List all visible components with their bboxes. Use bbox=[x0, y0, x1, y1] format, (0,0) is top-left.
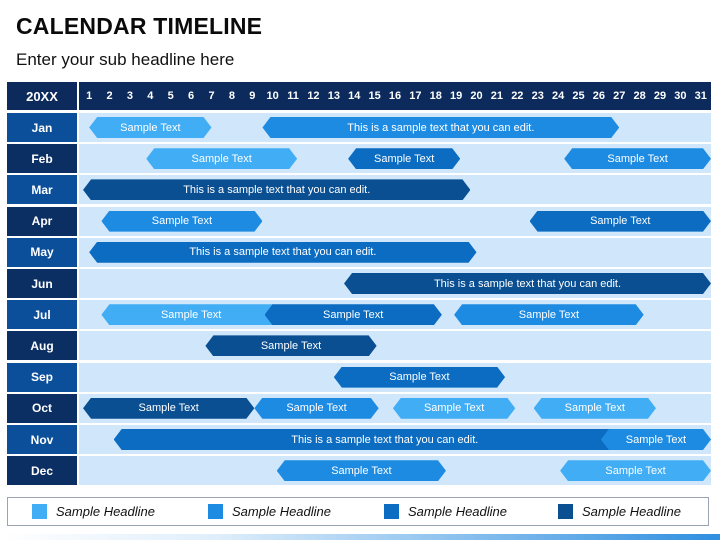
timeline-bar-oct-2[interactable]: Sample Text bbox=[254, 398, 378, 419]
day-header-10: 10 bbox=[266, 90, 279, 102]
timeline-bar-mar-1[interactable]: This is a sample text that you can edit. bbox=[83, 179, 470, 200]
month-label-jul: Jul bbox=[7, 300, 77, 330]
day-header-12: 12 bbox=[307, 90, 320, 102]
timeline-bar-may-1[interactable]: This is a sample text that you can edit. bbox=[89, 242, 476, 263]
day-header-26: 26 bbox=[592, 90, 605, 102]
day-header-16: 16 bbox=[388, 90, 402, 102]
month-label-aug: Aug bbox=[7, 331, 77, 361]
day-header-25: 25 bbox=[572, 90, 585, 102]
legend-swatch bbox=[384, 504, 399, 519]
day-header-2: 2 bbox=[106, 90, 113, 102]
day-header-30: 30 bbox=[674, 90, 687, 102]
month-label-may: May bbox=[7, 237, 77, 267]
page-subtitle: Enter your sub headline here bbox=[16, 50, 235, 69]
day-header-28: 28 bbox=[633, 90, 646, 102]
timeline-bar-feb-1[interactable]: Sample Text bbox=[146, 148, 297, 169]
day-header-14: 14 bbox=[348, 90, 361, 102]
legend-swatch bbox=[208, 504, 223, 519]
day-header-21: 21 bbox=[490, 90, 504, 102]
timeline-bar-jun-1[interactable]: This is a sample text that you can edit. bbox=[344, 273, 711, 294]
month-label-jan: Jan bbox=[7, 113, 77, 142]
timeline-bar-oct-1[interactable]: Sample Text bbox=[83, 398, 254, 419]
timeline-bar-jul-2[interactable]: Sample Text bbox=[265, 304, 442, 325]
timeline-bar-jul-1[interactable]: Sample Text bbox=[101, 304, 280, 325]
day-header-24: 24 bbox=[551, 90, 565, 102]
legend-label: Sample Headline bbox=[582, 504, 682, 519]
timeline-bar-apr-1[interactable]: Sample Text bbox=[101, 211, 262, 232]
day-header-11: 11 bbox=[287, 90, 299, 102]
day-header-19: 19 bbox=[450, 90, 463, 102]
timeline-bar-aug-1[interactable]: Sample Text bbox=[205, 335, 376, 356]
page-title: CALENDAR TIMELINE bbox=[16, 13, 263, 39]
month-label-jun: Jun bbox=[7, 269, 77, 298]
day-header-17: 17 bbox=[409, 90, 422, 102]
day-header-5: 5 bbox=[167, 90, 174, 102]
timeline-bar-feb-3[interactable]: Sample Text bbox=[564, 148, 711, 169]
day-header-23: 23 bbox=[531, 90, 544, 102]
legend-item-3: Sample Headline bbox=[384, 498, 507, 525]
timeline-bar-apr-2[interactable]: Sample Text bbox=[530, 211, 711, 232]
legend-item-2: Sample Headline bbox=[208, 498, 331, 525]
legend-label: Sample Headline bbox=[408, 504, 508, 519]
legend-label: Sample Headline bbox=[232, 504, 332, 519]
timeline-bar-jan-1[interactable]: Sample Text bbox=[89, 117, 211, 138]
month-label-dec: Dec bbox=[7, 456, 77, 486]
month-label-oct: Oct bbox=[7, 393, 77, 423]
timeline-bar-nov-2[interactable]: Sample Text bbox=[601, 429, 711, 450]
timeline-bar-sep-1[interactable]: Sample Text bbox=[334, 367, 505, 388]
timeline-bar-dec-2[interactable]: Sample Text bbox=[560, 460, 711, 481]
day-header-3: 3 bbox=[126, 90, 134, 102]
timeline-bar-oct-3[interactable]: Sample Text bbox=[393, 398, 515, 419]
month-label-sep: Sep bbox=[7, 362, 77, 392]
timeline-bar-jan-2[interactable]: This is a sample text that you can edit. bbox=[262, 117, 619, 138]
legend-item-4: Sample Headline bbox=[558, 498, 681, 525]
day-header-8: 8 bbox=[228, 90, 235, 102]
day-header-18: 18 bbox=[429, 90, 442, 102]
day-header-20: 20 bbox=[470, 90, 483, 102]
day-header-27: 27 bbox=[613, 90, 626, 102]
month-label-apr: Apr bbox=[7, 206, 77, 236]
day-header-4: 4 bbox=[147, 90, 154, 102]
month-label-feb: Feb bbox=[7, 144, 77, 174]
legend: Sample Headline Sample Headline Sample Hea… bbox=[7, 497, 709, 526]
footer-band bbox=[0, 534, 720, 540]
timeline-bar-dec-1[interactable]: Sample Text bbox=[277, 460, 446, 481]
day-header-7: 7 bbox=[208, 90, 215, 102]
day-header-15: 15 bbox=[368, 90, 381, 102]
day-header-22: 22 bbox=[511, 90, 524, 102]
day-header-9: 9 bbox=[249, 90, 256, 102]
timeline-bar-jul-3[interactable]: Sample Text bbox=[454, 304, 644, 325]
legend-swatch bbox=[32, 504, 47, 519]
month-label-mar: Mar bbox=[7, 175, 77, 205]
day-header-1: 1 bbox=[86, 90, 93, 102]
day-header-6: 6 bbox=[188, 90, 195, 102]
day-header-31: 31 bbox=[694, 90, 707, 102]
timeline-bar-feb-2[interactable]: Sample Text bbox=[348, 148, 460, 169]
legend-label: Sample Headline bbox=[56, 504, 156, 519]
legend-item-1: Sample Headline bbox=[32, 498, 155, 525]
day-header-29: 29 bbox=[653, 90, 667, 102]
timeline-bar-oct-4[interactable]: Sample Text bbox=[534, 398, 656, 419]
year-header: 20XX bbox=[7, 82, 77, 110]
month-row-aug bbox=[79, 331, 711, 361]
timeline-bar-nov-1[interactable]: This is a sample text that you can edit. bbox=[114, 429, 656, 450]
day-header-13: 13 bbox=[327, 90, 340, 102]
month-label-nov: Nov bbox=[7, 425, 77, 454]
legend-swatch bbox=[558, 504, 573, 519]
